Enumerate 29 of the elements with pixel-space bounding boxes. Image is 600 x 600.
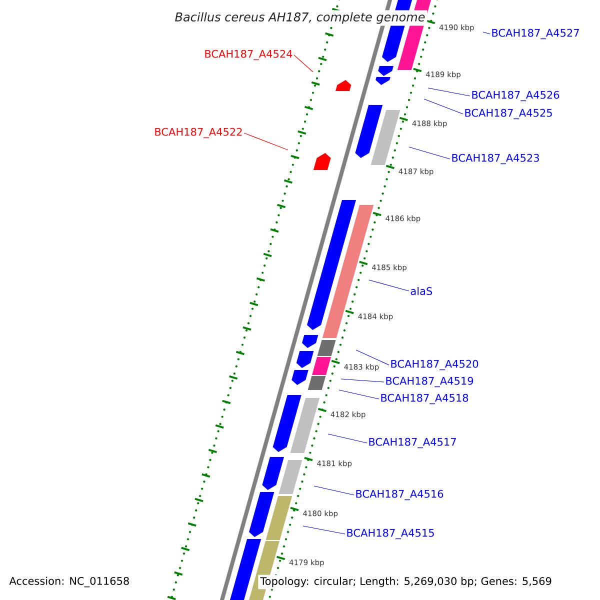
gene-label: BCAH187_A4527 (492, 28, 579, 40)
gene-label: BCAH187_A4520 (391, 360, 478, 370)
leader-line (482, 32, 490, 34)
leader-line (314, 486, 354, 496)
gene-label: BCAH187_A4518 (381, 394, 468, 404)
leader-line (424, 98, 464, 114)
leader-line (408, 146, 450, 160)
gene-label: BCAH187_A4516 (356, 490, 444, 500)
gene-label: BCAH187_A4524 (205, 50, 292, 60)
leader-line (244, 132, 288, 150)
leader-line (338, 390, 380, 400)
title: Bacillus cereus AH187, complete genome (172, 10, 428, 26)
gene-label: BCAH187_A4525 (465, 108, 552, 120)
gene-label: BCAH187_A4523 (452, 154, 539, 164)
gene-label: BCAH187_A4526 (472, 90, 560, 102)
leader-line (302, 526, 346, 534)
leader-line (294, 54, 314, 72)
leader-line (328, 434, 368, 444)
gene-label: BCAH187_A4522 (155, 128, 242, 138)
leader-line (340, 378, 384, 382)
leader-line (356, 350, 390, 366)
leader-line (368, 280, 410, 292)
gene-label: BCAH187_A4517 (369, 438, 456, 448)
leader-line (428, 88, 470, 96)
genome-info-label: Topology: circular; Length: 5,269,030 bp; Genes: 5,569 (258, 574, 554, 590)
accession-label: Accession: NC_011658 (9, 576, 129, 588)
gene-label: BCAH187_A4519 (386, 376, 474, 388)
gene-label: alaS (410, 286, 432, 296)
gene-label: BCAH187_A4515 (347, 528, 434, 540)
